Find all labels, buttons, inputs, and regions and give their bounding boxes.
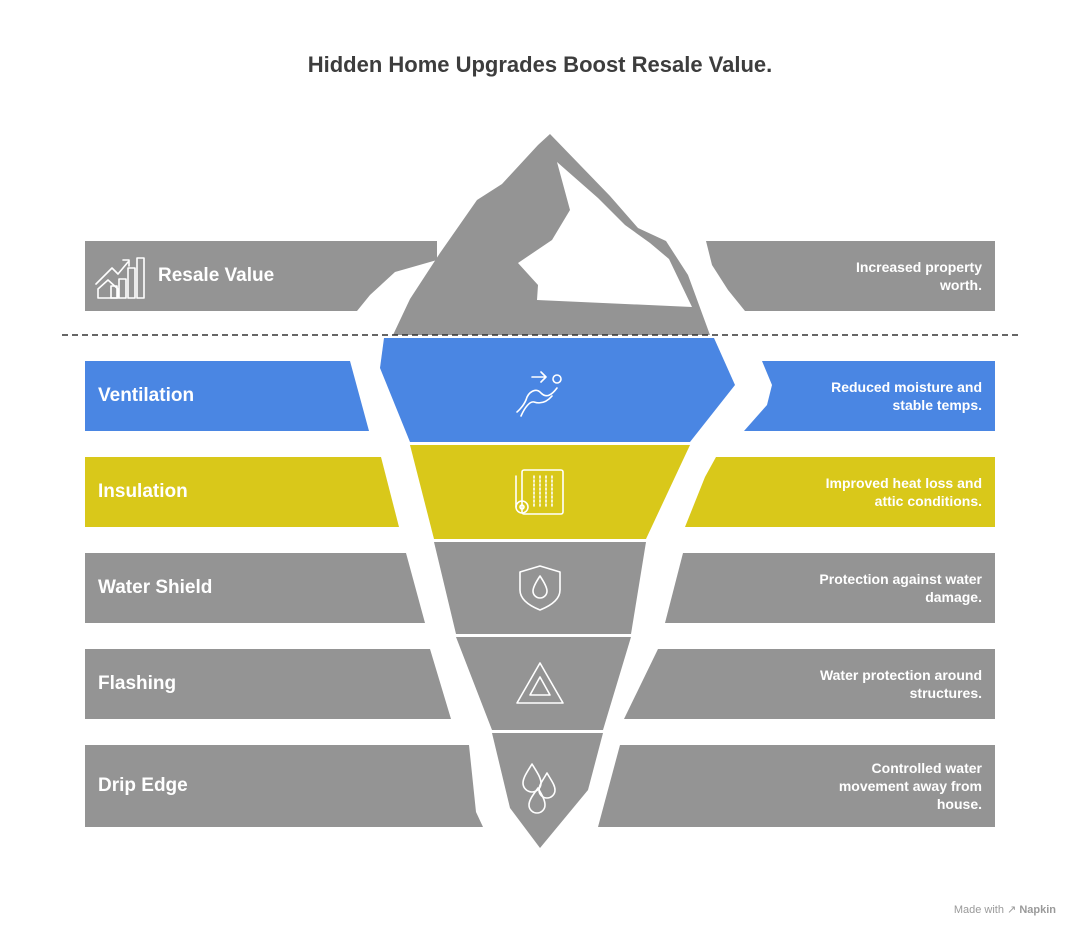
insulation-roll-icon bbox=[515, 469, 564, 515]
description-line: damage. bbox=[925, 589, 982, 605]
tier-description-resale-value: Increased property worth. bbox=[762, 258, 982, 294]
iceberg-segment-insulation bbox=[410, 445, 690, 539]
iceberg-snow bbox=[518, 162, 692, 307]
bar-left-flashing bbox=[85, 649, 451, 719]
description-line: movement away from bbox=[838, 778, 982, 794]
tier-description-ventilation: Reduced moisture and stable temps. bbox=[762, 378, 982, 414]
bar-left-water-shield bbox=[85, 553, 425, 623]
bar-right-insulation bbox=[685, 457, 995, 527]
description-line: worth. bbox=[940, 277, 982, 293]
description-line: structures. bbox=[909, 685, 982, 701]
bar-right-drip-edge bbox=[598, 745, 995, 827]
description-line: Protection against water bbox=[819, 571, 982, 587]
tier-description-flashing: Water protection around structures. bbox=[762, 666, 982, 702]
tier-label-water-shield: Water Shield bbox=[98, 577, 213, 598]
bar-right-ventilation bbox=[744, 361, 995, 431]
tier-description-water-shield: Protection against water damage. bbox=[762, 570, 982, 606]
bar-left-ventilation bbox=[85, 361, 369, 431]
bar-left-insulation bbox=[85, 457, 399, 527]
triangle-icon bbox=[516, 662, 564, 704]
bar-right-flashing bbox=[624, 649, 995, 719]
description-line: Improved heat loss and bbox=[825, 475, 982, 491]
description-line: Reduced moisture and bbox=[831, 379, 982, 395]
bar-right-resale-value bbox=[706, 241, 995, 311]
description-line: Water protection around bbox=[819, 667, 982, 683]
description-line: stable temps. bbox=[892, 397, 982, 413]
iceberg-segment-drip-edge bbox=[492, 733, 603, 848]
napkin-credit[interactable]: Made with ↗ Napkin bbox=[954, 903, 1056, 916]
description-line: house. bbox=[936, 796, 982, 812]
description-line: Increased property bbox=[855, 259, 982, 275]
tier-description-insulation: Improved heat loss and attic conditions. bbox=[762, 474, 982, 510]
iceberg-segment-ventilation bbox=[380, 338, 735, 442]
water-drops-icon bbox=[522, 763, 556, 814]
diagram-title: Hidden Home Upgrades Boost Resale Value. bbox=[307, 52, 773, 77]
growth-chart-house-icon bbox=[95, 257, 145, 299]
iceberg-segment-water-shield bbox=[434, 542, 646, 634]
airflow-icon bbox=[516, 371, 562, 417]
tier-label-flashing: Flashing bbox=[98, 673, 177, 694]
tier-description-drip-edge: Controlled water movement away from hous… bbox=[762, 759, 982, 813]
tier-label-insulation: Insulation bbox=[98, 481, 188, 502]
bar-left-drip-edge bbox=[85, 745, 483, 827]
description-line: Controlled water bbox=[871, 760, 982, 776]
water-shield-icon bbox=[519, 565, 561, 611]
description-line: attic conditions. bbox=[874, 493, 982, 509]
bar-right-water-shield bbox=[665, 553, 995, 623]
credit-brand: Napkin bbox=[1019, 904, 1056, 916]
tier-label-drip-edge: Drip Edge bbox=[98, 775, 188, 796]
tier-label-ventilation: Ventilation bbox=[98, 385, 195, 406]
napkin-logo-icon: ↗ bbox=[1007, 904, 1017, 916]
tier-label-resale-value: Resale Value bbox=[158, 265, 275, 286]
bar-left-resale-value bbox=[85, 241, 437, 311]
credit-prefix: Made with bbox=[953, 904, 1004, 916]
